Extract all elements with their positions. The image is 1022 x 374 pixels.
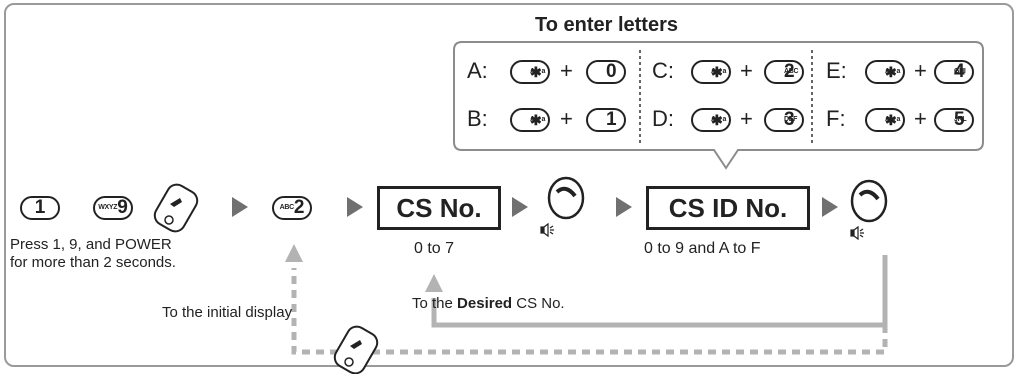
- plus-sign: +: [914, 106, 927, 131]
- desired-cs-label: To the Desired CS No.: [412, 295, 565, 312]
- talk-key-icon-1: [547, 176, 585, 220]
- star-key-icon: A↔a✱: [865, 108, 905, 132]
- cs-id-no-box: CS ID No.: [646, 186, 810, 230]
- power-key-icon-bottom: [333, 325, 379, 374]
- desired-loop-line: [431, 255, 888, 328]
- star-key-icon: A↔a✱: [865, 60, 905, 84]
- plus-sign: +: [560, 58, 573, 83]
- star-key-icon: A↔a✱: [510, 108, 550, 132]
- star-key-icon: A↔a✱: [691, 108, 731, 132]
- plus-sign: +: [740, 58, 753, 83]
- cs-range-label: 0 to 7: [414, 240, 455, 257]
- initial-display-loop-line: [291, 255, 888, 355]
- letter-label-e: E:: [826, 58, 847, 83]
- key-9-main: WXYZ9: [93, 196, 133, 220]
- arrow-2: [347, 197, 363, 217]
- cs-no-box: CS No.: [377, 186, 501, 230]
- letter-label-b: B:: [467, 106, 488, 131]
- letter-label-d: D:: [652, 106, 674, 131]
- plus-sign: +: [914, 58, 927, 83]
- letter-label-a: A:: [467, 58, 488, 83]
- arrow-1: [232, 197, 248, 217]
- letter-label-f: F:: [826, 106, 846, 131]
- initial-display-arrowhead: [285, 244, 303, 262]
- beep-icon-1: [540, 222, 554, 238]
- key-2-main: ABC2: [272, 196, 312, 220]
- press-instruction-line-2: for more than 2 seconds.: [10, 254, 176, 271]
- diagram-frame: [4, 3, 1014, 367]
- key-1: 1: [586, 108, 626, 132]
- plus-sign: +: [740, 106, 753, 131]
- power-key-icon: [153, 183, 199, 233]
- cs-id-range-label: 0 to 9 and A to F: [644, 240, 761, 257]
- letters-title: To enter letters: [535, 14, 678, 36]
- desired-arrowhead: [425, 274, 443, 292]
- talk-key-icon-2: [850, 179, 888, 223]
- beep-icon-2: [850, 225, 864, 241]
- key-1-main: 1: [20, 196, 60, 220]
- arrow-5: [822, 197, 838, 217]
- star-key-icon: A↔a✱: [691, 60, 731, 84]
- plus-sign: +: [560, 106, 573, 131]
- star-key-icon: A↔a✱: [510, 60, 550, 84]
- arrow-4: [616, 197, 632, 217]
- arrow-3: [512, 197, 528, 217]
- letter-label-c: C:: [652, 58, 674, 83]
- key-0: 0: [586, 60, 626, 84]
- press-instruction-line-1: Press 1, 9, and POWER: [10, 236, 172, 253]
- initial-display-label: To the initial display: [162, 304, 293, 321]
